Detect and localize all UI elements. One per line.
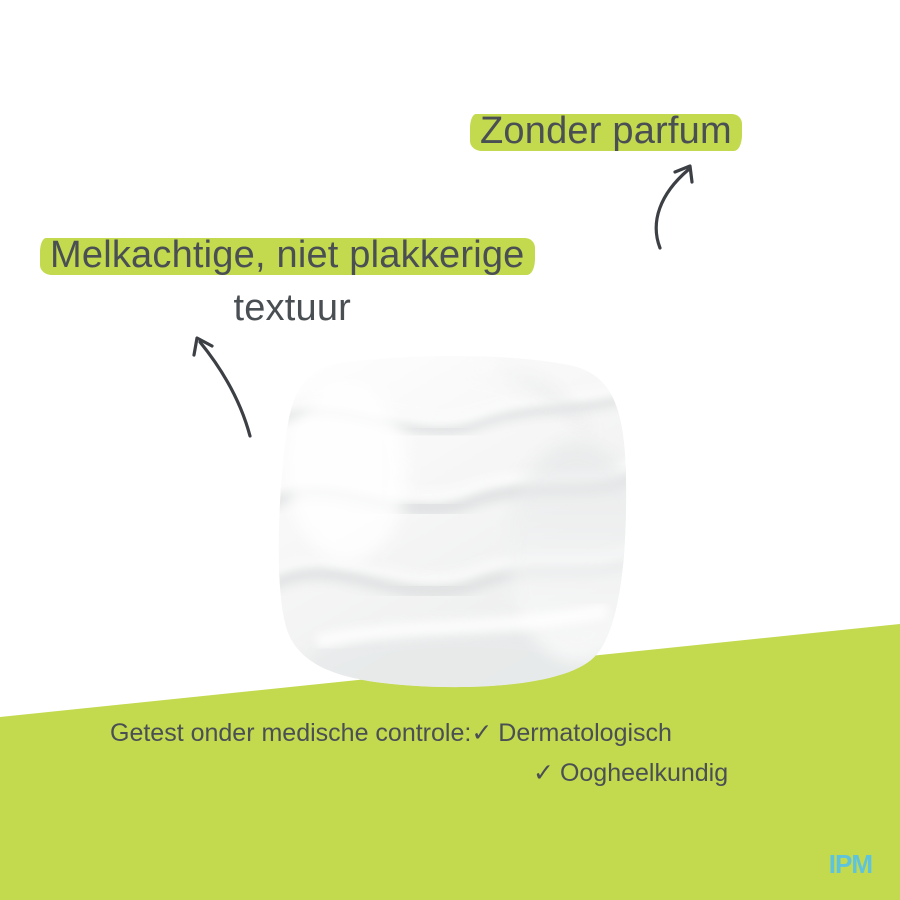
callout-textuur-line2: textuur <box>233 287 352 329</box>
check-icon-oogheelkundig: ✓ <box>533 759 554 787</box>
callout-zonder-parfum: Zonder parfum <box>470 108 742 157</box>
cream-texture-swatch <box>277 352 629 692</box>
curved-arrow-up-icon <box>654 164 694 250</box>
check-icon-dermatologisch: ✓ <box>471 719 493 747</box>
brand-logo: IPM <box>828 849 873 879</box>
callout-zonder-parfum-text: Zonder parfum <box>470 108 742 157</box>
callout-textuur: Melkachtige, niet plakkerige textuur <box>40 232 535 330</box>
claims-line-2: ✓Oogheelkundig <box>533 758 728 788</box>
claims-item-oogheelkundig: Oogheelkundig <box>559 759 729 787</box>
curved-arrow-up-left-icon <box>192 336 252 438</box>
claims-intro-text: Getest onder medische controle: <box>110 719 472 747</box>
claims-line-1: Getest onder medische controle:✓Dermatol… <box>110 718 672 748</box>
callout-textuur-line1: Melkachtige, niet plakkerige <box>40 232 535 281</box>
claims-item-dermatologisch: Dermatologisch <box>498 719 672 747</box>
